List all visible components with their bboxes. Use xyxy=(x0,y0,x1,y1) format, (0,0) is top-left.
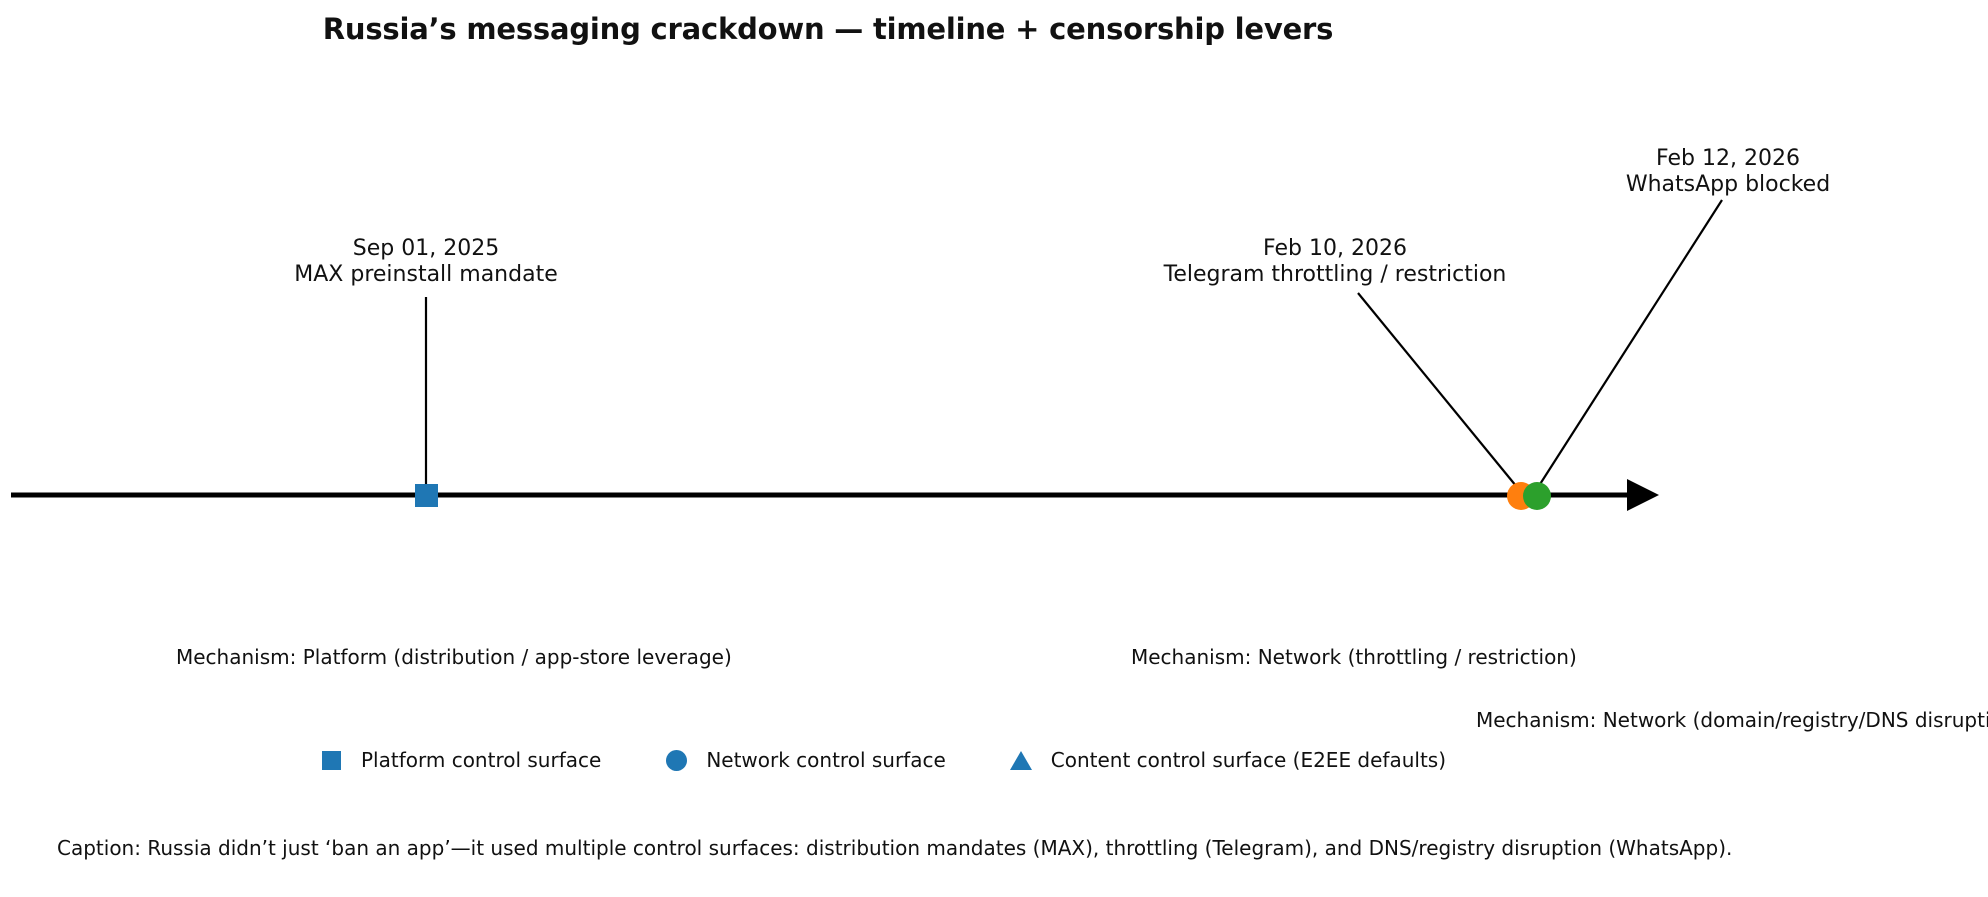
annotation-max-date: Sep 01, 2025 xyxy=(352,236,500,261)
legend-circle-icon xyxy=(666,749,688,771)
legend-entry-platform[interactable]: Platform control surface xyxy=(318,748,601,772)
legend-square-icon xyxy=(322,750,341,770)
annotation-whatsapp-label: WhatsApp blocked xyxy=(1625,171,1831,197)
mechanism-label-network-throttling: Mechanism: Network (throttling / restric… xyxy=(1131,645,1577,669)
leader-line-telegram xyxy=(1357,292,1522,493)
event-marker-whatsapp[interactable] xyxy=(1523,482,1551,510)
event-marker-max[interactable] xyxy=(415,484,438,507)
annotation-whatsapp: Feb 12, 2026 WhatsApp blocked xyxy=(1626,146,1830,197)
annotation-telegram-label: Telegram throttling / restriction xyxy=(1163,261,1507,287)
annotation-max-label: MAX preinstall mandate xyxy=(294,261,558,287)
annotation-whatsapp-date: Feb 12, 2026 xyxy=(1656,146,1800,171)
legend-label-network: Network control surface xyxy=(706,748,946,772)
page-title: Russia’s messaging crackdown — timeline … xyxy=(322,12,1334,46)
legend-label-content: Content control surface (E2EE defaults) xyxy=(1050,748,1447,772)
annotation-telegram: Feb 10, 2026 Telegram throttling / restr… xyxy=(1164,236,1507,287)
annotation-max: Sep 01, 2025 MAX preinstall mandate xyxy=(294,236,557,287)
legend-entry-content[interactable]: Content control surface (E2EE defaults) xyxy=(1008,748,1446,772)
legend-entry-network[interactable]: Network control surface xyxy=(663,748,946,772)
legend: Platform control surface Network control… xyxy=(318,748,1446,772)
legend-label-platform: Platform control surface xyxy=(361,748,602,772)
mechanism-label-platform: Mechanism: Platform (distribution / app-… xyxy=(176,645,732,669)
annotation-telegram-date: Feb 10, 2026 xyxy=(1263,236,1407,261)
leader-line-whatsapp xyxy=(1534,199,1723,493)
figure-caption: Caption: Russia didn’t just ‘ban an app’… xyxy=(57,836,1733,860)
legend-triangle-icon xyxy=(1009,750,1032,770)
mechanism-label-network-dns: Mechanism: Network (domain/registry/DNS … xyxy=(1476,708,1988,732)
